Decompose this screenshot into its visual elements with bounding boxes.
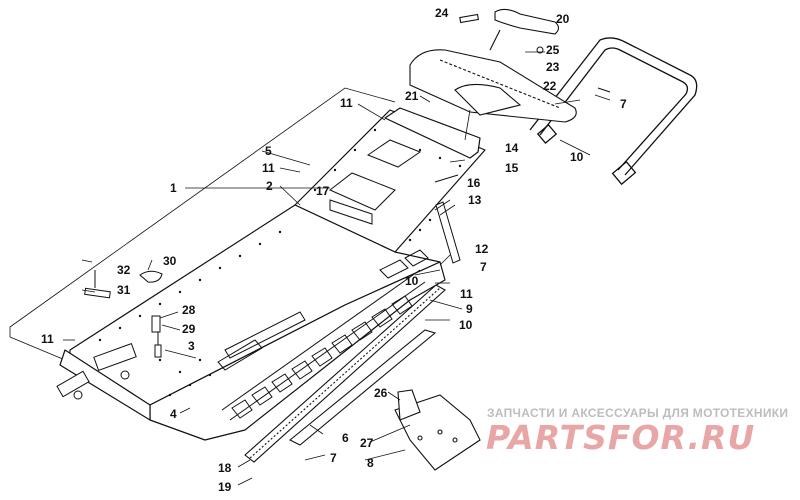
callout-2: 2 — [266, 179, 273, 193]
callout-22: 22 — [543, 79, 557, 93]
callout-15: 15 — [505, 161, 519, 175]
watermark-brand: PARTSFOR.RU — [486, 418, 756, 457]
callout-6: 6 — [342, 431, 349, 445]
bracket-plate — [394, 389, 481, 471]
small-parts — [84, 46, 611, 299]
callout-16: 16 — [467, 176, 481, 190]
callout-12: 12 — [475, 242, 489, 256]
callout-25: 25 — [546, 43, 560, 57]
leader-lines — [63, 51, 611, 486]
deck-cutouts — [329, 139, 459, 225]
callout-32: 32 — [117, 263, 131, 277]
callout-10-low: 10 — [459, 318, 473, 332]
callout-23: 23 — [546, 60, 560, 74]
callout-21: 21 — [405, 89, 419, 103]
callout-18: 18 — [218, 461, 232, 475]
callout-17: 17 — [316, 184, 330, 198]
callout-13: 13 — [468, 193, 482, 207]
assembly-bracket — [9, 87, 396, 363]
callout-20: 20 — [556, 12, 570, 26]
callout-30: 30 — [163, 254, 177, 268]
watermark-tagline: ЗАПЧАСТИ И АКСЕССУАРЫ ДЛЯ МОТОТЕХНИКИ — [487, 406, 789, 420]
callout-9: 9 — [466, 302, 473, 316]
tie-arm — [435, 201, 461, 264]
callout-10-bumper: 10 — [570, 150, 584, 164]
rear-bumper — [529, 37, 698, 186]
callout-7-bottom: 7 — [330, 451, 337, 465]
callout-14: 14 — [505, 141, 519, 155]
callout-8: 8 — [367, 456, 374, 470]
rivets — [98, 128, 462, 397]
callout-7-mid: 7 — [480, 260, 487, 274]
callout-31: 31 — [117, 283, 131, 297]
callout-10-mid: 10 — [405, 274, 419, 288]
callout-19: 19 — [218, 480, 232, 494]
side-lattice — [217, 249, 429, 421]
callout-24: 24 — [435, 6, 449, 20]
chassis-tunnel — [59, 107, 486, 441]
callout-5: 5 — [265, 144, 272, 158]
callout-4: 4 — [170, 407, 177, 421]
callout-1: 1 — [170, 181, 177, 195]
front-hardware — [56, 315, 162, 400]
callout-28: 28 — [182, 303, 196, 317]
callout-11-top: 11 — [340, 96, 353, 110]
callout-27: 27 — [360, 436, 374, 450]
rails — [244, 284, 446, 463]
callout-11-left: 11 — [41, 332, 54, 346]
rear-seat — [409, 8, 577, 123]
callout-11-mid: 11 — [262, 161, 275, 175]
callout-26: 26 — [374, 386, 388, 400]
callout-labels: 1 2 3 4 5 6 7 7 7 8 9 10 10 10 11 11 11 … — [41, 6, 627, 494]
callout-3: 3 — [188, 339, 195, 353]
callout-29: 29 — [182, 322, 196, 336]
callout-7-bumper: 7 — [620, 97, 627, 111]
callout-11-right: 11 — [460, 287, 473, 301]
